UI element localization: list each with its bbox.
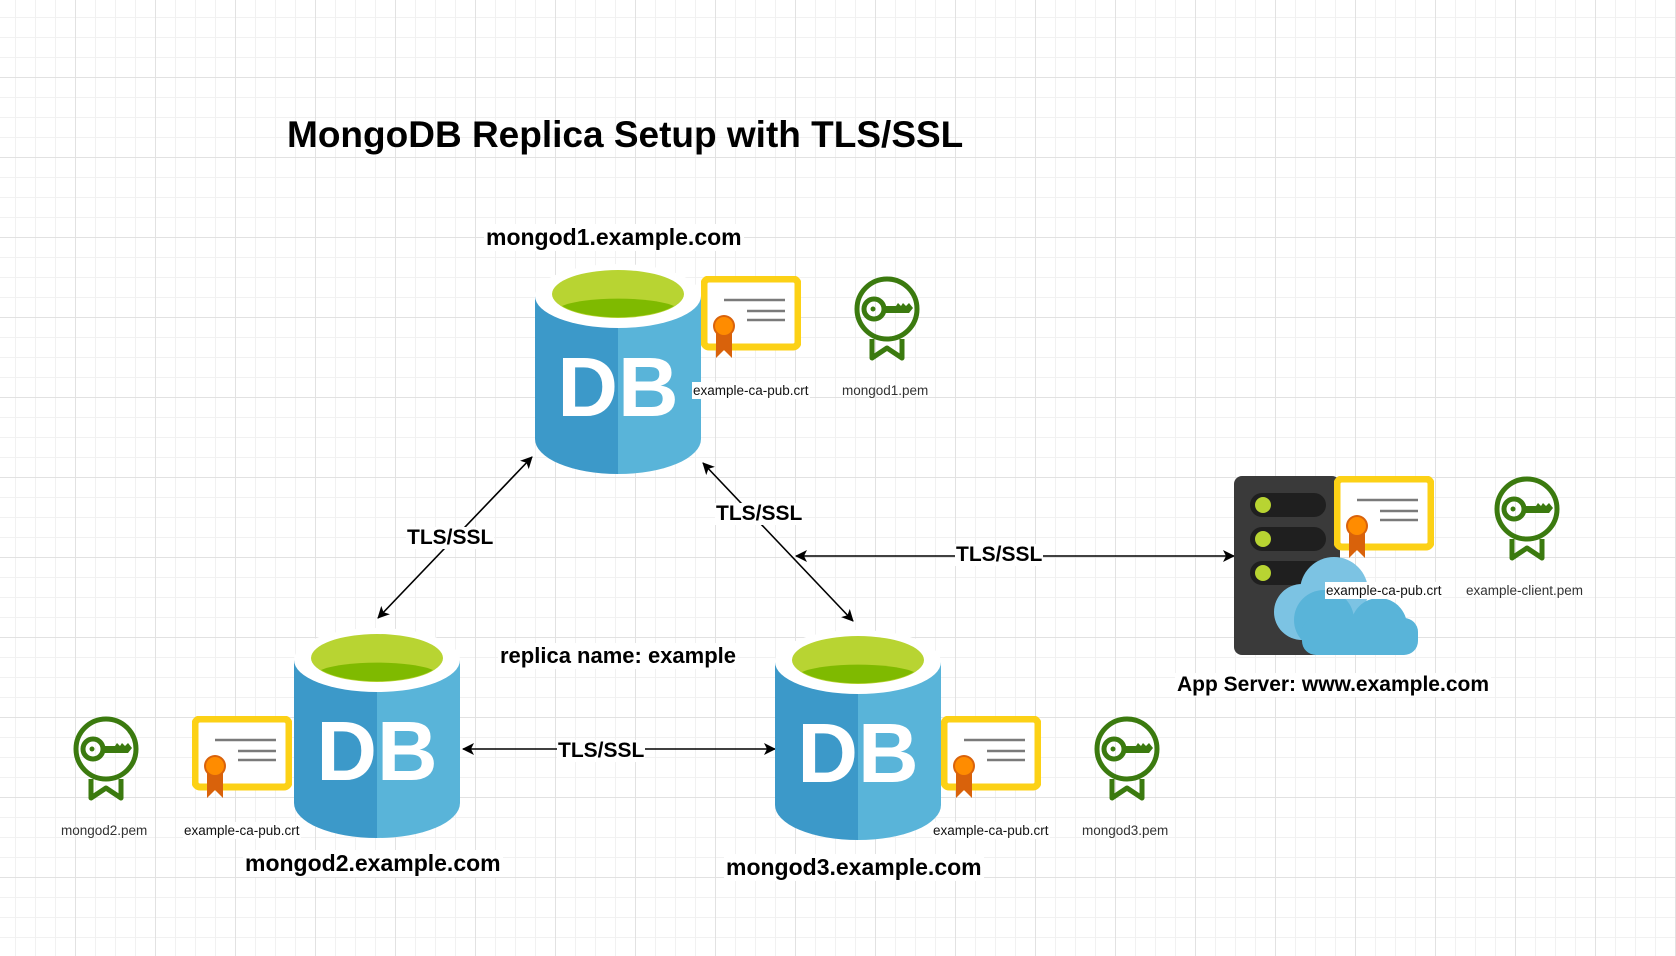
mongod3-key-icon[interactable]	[1094, 716, 1160, 802]
app-server-hostname: App Server: www.example.com	[1175, 673, 1491, 697]
edge-mongod1-mongod3	[702, 462, 854, 622]
mongod2-ca-file-label: example-ca-pub.crt	[183, 822, 301, 839]
app-server-certificate-icon[interactable]	[1334, 476, 1434, 558]
app-server-key-icon[interactable]	[1494, 476, 1560, 562]
diagram-title: MongoDB Replica Setup with TLS/SSL	[287, 114, 964, 155]
edge-label-mongod1-mongod3: TLS/SSL	[715, 502, 804, 525]
app-server-ca-file-label: example-ca-pub.crt	[1325, 582, 1443, 599]
edge-label-mongod3-app-server: TLS/SSL	[955, 543, 1044, 566]
mongod3-pem-file-label: mongod3.pem	[1082, 823, 1169, 838]
edge-label-mongod1-mongod2: TLS/SSL	[406, 526, 495, 549]
mongod3-database-icon[interactable]	[775, 630, 941, 840]
mongod3-hostname: mongod3.example.com	[724, 854, 984, 881]
replica-name-label: replica name: example	[498, 643, 739, 669]
mongod1-ca-file-label: example-ca-pub.crt	[692, 382, 810, 399]
mongod2-key-icon[interactable]	[73, 716, 139, 802]
cloud-icon	[1274, 557, 1418, 655]
mongod3-certificate-icon[interactable]	[941, 716, 1041, 798]
mongod1-hostname: mongod1.example.com	[484, 224, 744, 251]
mongod2-pem-file-label: mongod2.pem	[61, 823, 148, 838]
app-server-pem-file-label: example-client.pem	[1466, 583, 1584, 598]
mongod2-certificate-icon[interactable]	[192, 716, 292, 798]
app-server-icon[interactable]	[1234, 476, 1424, 656]
mongod1-certificate-icon[interactable]	[701, 276, 801, 358]
mongod1-pem-file-label: mongod1.pem	[842, 383, 929, 398]
mongod3-ca-file-label: example-ca-pub.crt	[932, 822, 1050, 839]
mongod1-database-icon[interactable]	[535, 264, 701, 474]
mongod2-hostname: mongod2.example.com	[243, 850, 503, 877]
mongod2-database-icon[interactable]	[294, 628, 460, 838]
mongod1-key-icon[interactable]	[854, 276, 920, 362]
edge-label-mongod2-mongod3: TLS/SSL	[557, 739, 646, 762]
